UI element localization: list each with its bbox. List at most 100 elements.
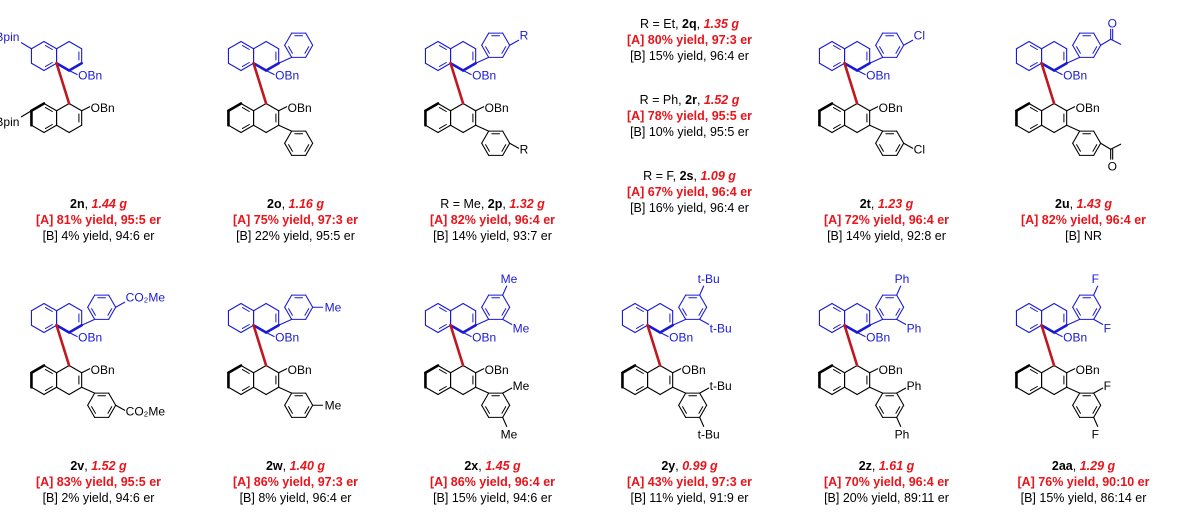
obn-top-label: OBn bbox=[78, 69, 102, 83]
bottom-aryl-ring bbox=[1072, 130, 1081, 144]
compound-id: 2x bbox=[464, 459, 479, 473]
lower-naphthalene-ring bbox=[450, 386, 464, 396]
bottom-aryl-ring bbox=[481, 392, 490, 406]
condition-b-result: [B] 15% yield, 96:4 er bbox=[630, 49, 749, 63]
top-aryl-ring bbox=[896, 306, 905, 320]
top-aryl-ring-double bbox=[485, 46, 490, 54]
condition-b-result: [B] 15% yield, 94:6 er bbox=[433, 491, 552, 505]
lower-naphthalene-ring bbox=[647, 364, 661, 374]
bond bbox=[699, 387, 710, 394]
upper-naphthalene-ring bbox=[240, 302, 255, 312]
bottom-aryl-ring bbox=[875, 130, 884, 144]
upper-naphthalene-ring bbox=[30, 302, 45, 312]
top-aryl-ring bbox=[305, 32, 314, 46]
top-aryl-ring bbox=[1093, 294, 1102, 308]
bottom-aryl-ring bbox=[305, 142, 314, 156]
bond bbox=[475, 318, 490, 326]
top-aryl-ring-double bbox=[1092, 46, 1098, 54]
top-aryl-ring bbox=[699, 294, 708, 308]
bond bbox=[903, 39, 914, 46]
bottom-substituent: Ph bbox=[895, 427, 910, 441]
caption-2n: 2n, 1.44 g[A] 81% yield, 95:5 er[B] 4% y… bbox=[0, 196, 197, 244]
condition-b-result: [B] 14% yield, 93:7 er bbox=[433, 229, 552, 243]
lower-naphthalene-ring bbox=[856, 124, 871, 134]
top-aryl-ring bbox=[1072, 306, 1081, 320]
bond bbox=[869, 124, 884, 132]
lower-naphthalene-ring bbox=[1015, 386, 1030, 396]
bottom-aryl-ring-double bbox=[288, 406, 293, 414]
caption-2p: R = Me, 2p, 1.32 g[A] 82% yield, 96:4 er… bbox=[394, 196, 591, 244]
top-aryl-ring-double bbox=[501, 46, 507, 54]
upper-naphthalene-ring bbox=[461, 323, 477, 334]
obn-bottom-label: OBn bbox=[485, 101, 509, 115]
caption-2u: 2u, 1.43 g[A] 82% yield, 96:4 er[B] NR bbox=[985, 196, 1182, 244]
condition-b-result: [B] 2% yield, 94:6 er bbox=[42, 491, 155, 505]
bottom-aryl-ring bbox=[1072, 404, 1081, 418]
upper-naphthalene-ring bbox=[240, 62, 255, 72]
condition-b-result: [B] NR bbox=[1065, 229, 1102, 243]
lower-naphthalene-ring bbox=[43, 364, 58, 374]
lower-naphthalene-ring bbox=[450, 364, 464, 374]
bottom-aryl-ring bbox=[1093, 142, 1102, 156]
lower-naphthalene-ring bbox=[1015, 124, 1030, 134]
bond bbox=[672, 368, 682, 374]
upper-naphthalene-ring-double bbox=[438, 324, 447, 329]
obn-top-label: OBn bbox=[866, 331, 890, 345]
lower-naphthalene-ring-double bbox=[241, 386, 250, 391]
bond bbox=[81, 106, 91, 112]
top-aryl-ring bbox=[305, 306, 314, 320]
top-aryl-ring bbox=[87, 306, 96, 320]
bottom-aryl-ring bbox=[305, 392, 314, 406]
chiral-axis-bond bbox=[449, 323, 465, 367]
bond bbox=[699, 416, 705, 427]
upper-naphthalene-ring bbox=[646, 323, 662, 334]
top-aryl-ring bbox=[284, 32, 293, 46]
condition-a-result: [A] 83% yield, 95:5 er bbox=[35, 475, 162, 489]
top-aryl-ring-double bbox=[698, 308, 704, 316]
condition-a-result: [A] 81% yield, 95:5 er bbox=[35, 213, 162, 227]
upper-naphthalene-ring bbox=[227, 62, 242, 72]
upper-naphthalene-ring bbox=[855, 61, 871, 72]
bottom-aryl-ring bbox=[502, 392, 511, 406]
compound-id: 2q bbox=[682, 17, 697, 31]
condition-b-result: [B] 14% yield, 92:8 er bbox=[827, 229, 946, 243]
condition-a-result: [A] 70% yield, 96:4 er bbox=[823, 475, 950, 489]
lower-naphthalene-ring bbox=[424, 386, 439, 396]
bond bbox=[475, 368, 485, 374]
caption-title: R = Et, 2q, 1.35 g bbox=[639, 17, 739, 31]
bond bbox=[1093, 387, 1104, 394]
upper-naphthalene-ring bbox=[1028, 62, 1043, 72]
top-aryl-ring bbox=[699, 306, 708, 320]
upper-naphthalene-ring bbox=[1015, 62, 1030, 72]
caption-title: R = F, 2s, 1.09 g bbox=[643, 169, 736, 183]
upper-naphthalene-ring bbox=[265, 40, 280, 50]
bottom-substituent: O bbox=[1108, 159, 1117, 173]
upper-naphthalene-ring bbox=[843, 61, 859, 72]
lower-naphthalene-ring bbox=[1053, 386, 1068, 396]
lower-naphthalene-ring bbox=[424, 102, 440, 113]
lower-naphthalene-ring bbox=[56, 124, 70, 134]
lower-naphthalene-ring bbox=[43, 386, 58, 396]
top-substituent: CO₂Me bbox=[126, 290, 166, 304]
bottom-aryl-ring bbox=[896, 392, 905, 406]
top-aryl-ring-double bbox=[879, 46, 884, 54]
top-aryl-ring bbox=[678, 306, 687, 320]
compound-mass: 1.29 g bbox=[1079, 459, 1116, 473]
obn-top-label: OBn bbox=[78, 331, 102, 345]
bottom-aryl-ring-double bbox=[1092, 144, 1098, 152]
upper-naphthalene-ring bbox=[1053, 40, 1068, 50]
obn-bottom-label: OBn bbox=[288, 101, 312, 115]
lower-naphthalene-ring bbox=[240, 124, 255, 134]
compound-mass: 0.99 g bbox=[682, 459, 718, 473]
upper-naphthalene-ring bbox=[621, 324, 636, 334]
lower-naphthalene-ring-double bbox=[832, 369, 841, 374]
bottom-substituent: CO₂Me bbox=[126, 404, 166, 418]
lower-naphthalene-ring bbox=[647, 386, 661, 396]
compound-id: 2t bbox=[859, 197, 871, 211]
upper-naphthalene-ring bbox=[67, 61, 83, 72]
lower-naphthalene-ring-double bbox=[635, 369, 644, 374]
bottom-substituent: Me bbox=[325, 398, 342, 412]
compound-id: 2u bbox=[1055, 197, 1070, 211]
caption-title: 2t, 1.23 g bbox=[859, 197, 914, 211]
